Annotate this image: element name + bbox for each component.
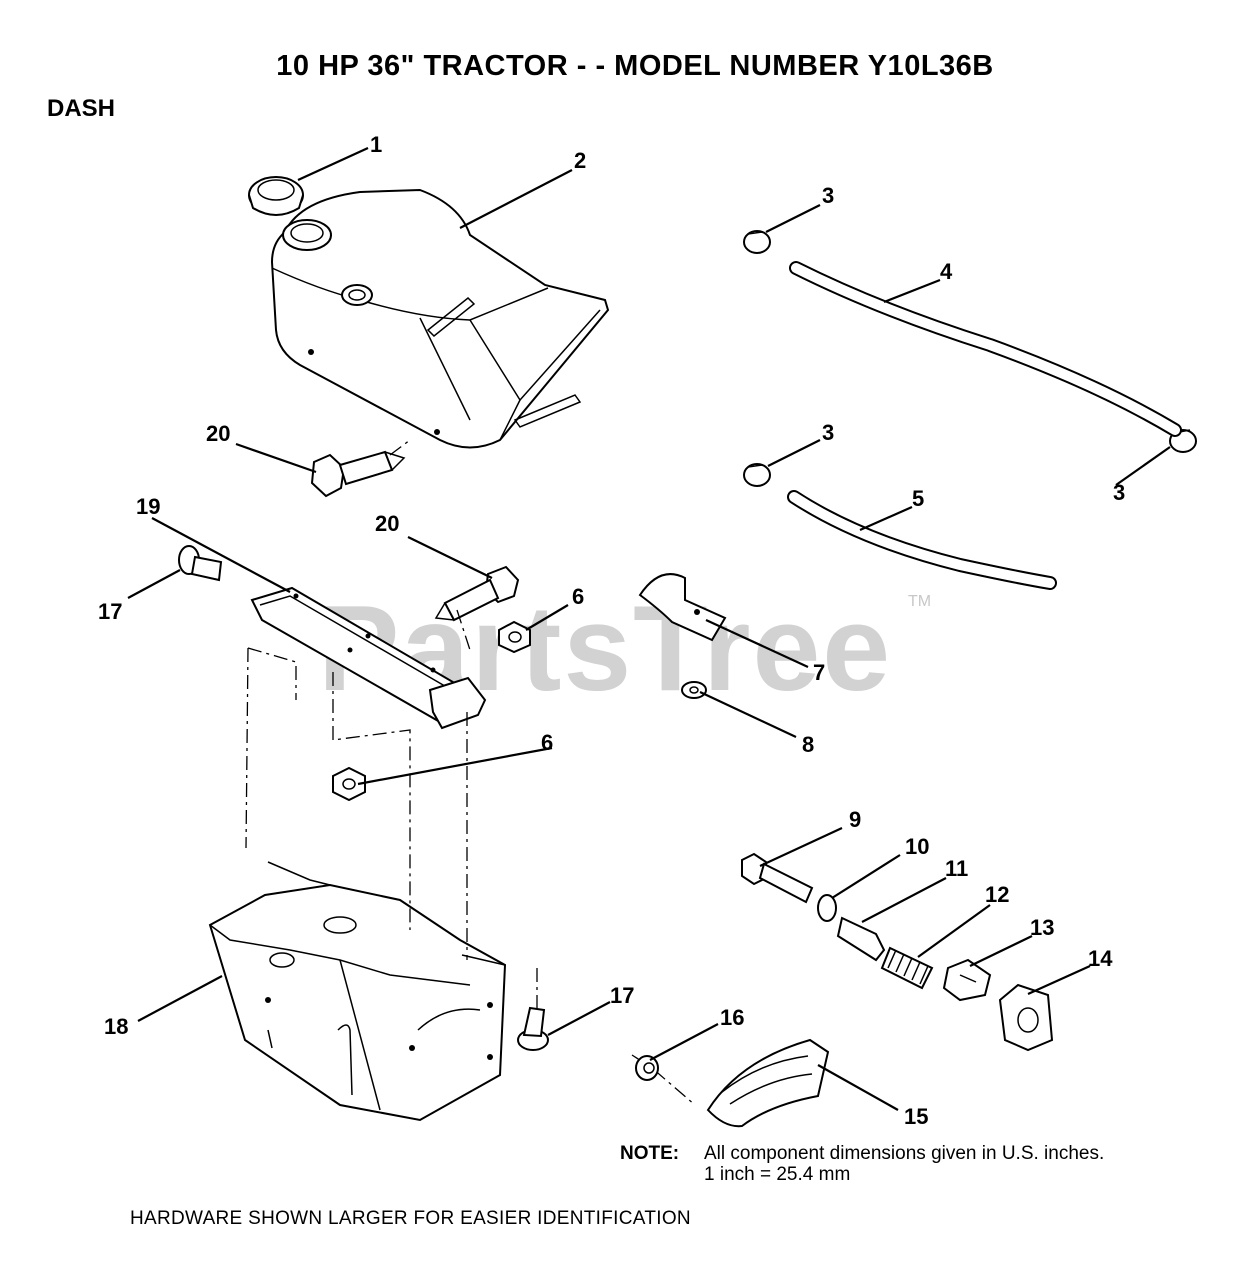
callout-8: 8 [802,732,814,757]
callout-17-upper: 17 [98,599,122,624]
callout-3-middle: 3 [822,420,834,445]
callout-6-upper: 6 [572,584,584,609]
bracket-part-13[interactable] [942,958,992,1002]
dash-panel-part[interactable] [208,861,507,1122]
bolt-part-9[interactable] [741,852,814,904]
hose-clamp-part-middle[interactable] [743,463,771,487]
nut-part-lower[interactable] [332,766,366,802]
callout-20-upper: 20 [206,421,230,446]
watermark-trademark: TM [908,593,931,610]
hose-clamp-part-upper[interactable] [743,230,771,254]
spring-part-12[interactable] [880,946,934,990]
callout-15: 15 [904,1104,928,1129]
callout-11: 11 [945,856,968,881]
bracket-part[interactable] [250,586,487,730]
washer-part[interactable] [681,681,707,699]
note-label: NOTE: [620,1143,680,1164]
assembly-guide-lines [245,647,249,849]
diagram-title: 10 HP 36" TRACTOR - - MODEL NUMBER Y10L3… [276,50,994,82]
callout-20-lower: 20 [375,511,399,536]
screw-part-upper[interactable] [178,545,223,582]
quadrant-plate-part[interactable] [706,1038,830,1128]
leader-lines [127,146,1171,1111]
fuel-tank-part[interactable] [270,188,610,449]
section-label: DASH [47,95,116,122]
callout-4: 4 [940,259,953,284]
callout-14: 14 [1088,946,1113,971]
callout-6-lower: 6 [541,730,553,755]
screw-part-lower[interactable] [517,1006,549,1051]
callout-5: 5 [912,486,924,511]
cam-part-14[interactable] [998,983,1054,1052]
nut-part-upper[interactable] [498,620,531,654]
dimension-note: NOTE: All component dimensions given in U… [620,1143,1104,1185]
fuel-cap-part[interactable] [248,176,304,216]
callout-13: 13 [1030,915,1054,940]
note-line-1: All component dimensions given in U.S. i… [704,1143,1105,1164]
bolt-part-upper[interactable] [310,450,406,498]
washer-part-10[interactable] [817,894,837,922]
nut-part-16[interactable] [635,1055,659,1081]
clip-part[interactable] [638,573,727,642]
callout-3-right: 3 [1113,480,1125,505]
spacer-part-11[interactable] [836,916,886,962]
note-line-2: 1 inch = 25.4 mm [704,1164,851,1185]
callout-10: 10 [905,834,929,859]
callout-9: 9 [849,807,861,832]
callout-19: 19 [136,494,160,519]
bolt-part-lower[interactable] [434,565,520,622]
callout-16: 16 [720,1005,744,1030]
callout-1: 1 [370,132,382,157]
callout-18: 18 [104,1014,128,1039]
callout-2: 2 [574,148,586,173]
footer-note: HARDWARE SHOWN LARGER FOR EASIER IDENTIF… [130,1208,691,1229]
callout-7: 7 [813,660,825,685]
callout-3-upper: 3 [822,183,834,208]
callout-12: 12 [985,882,1009,907]
callout-17-lower: 17 [610,983,634,1008]
